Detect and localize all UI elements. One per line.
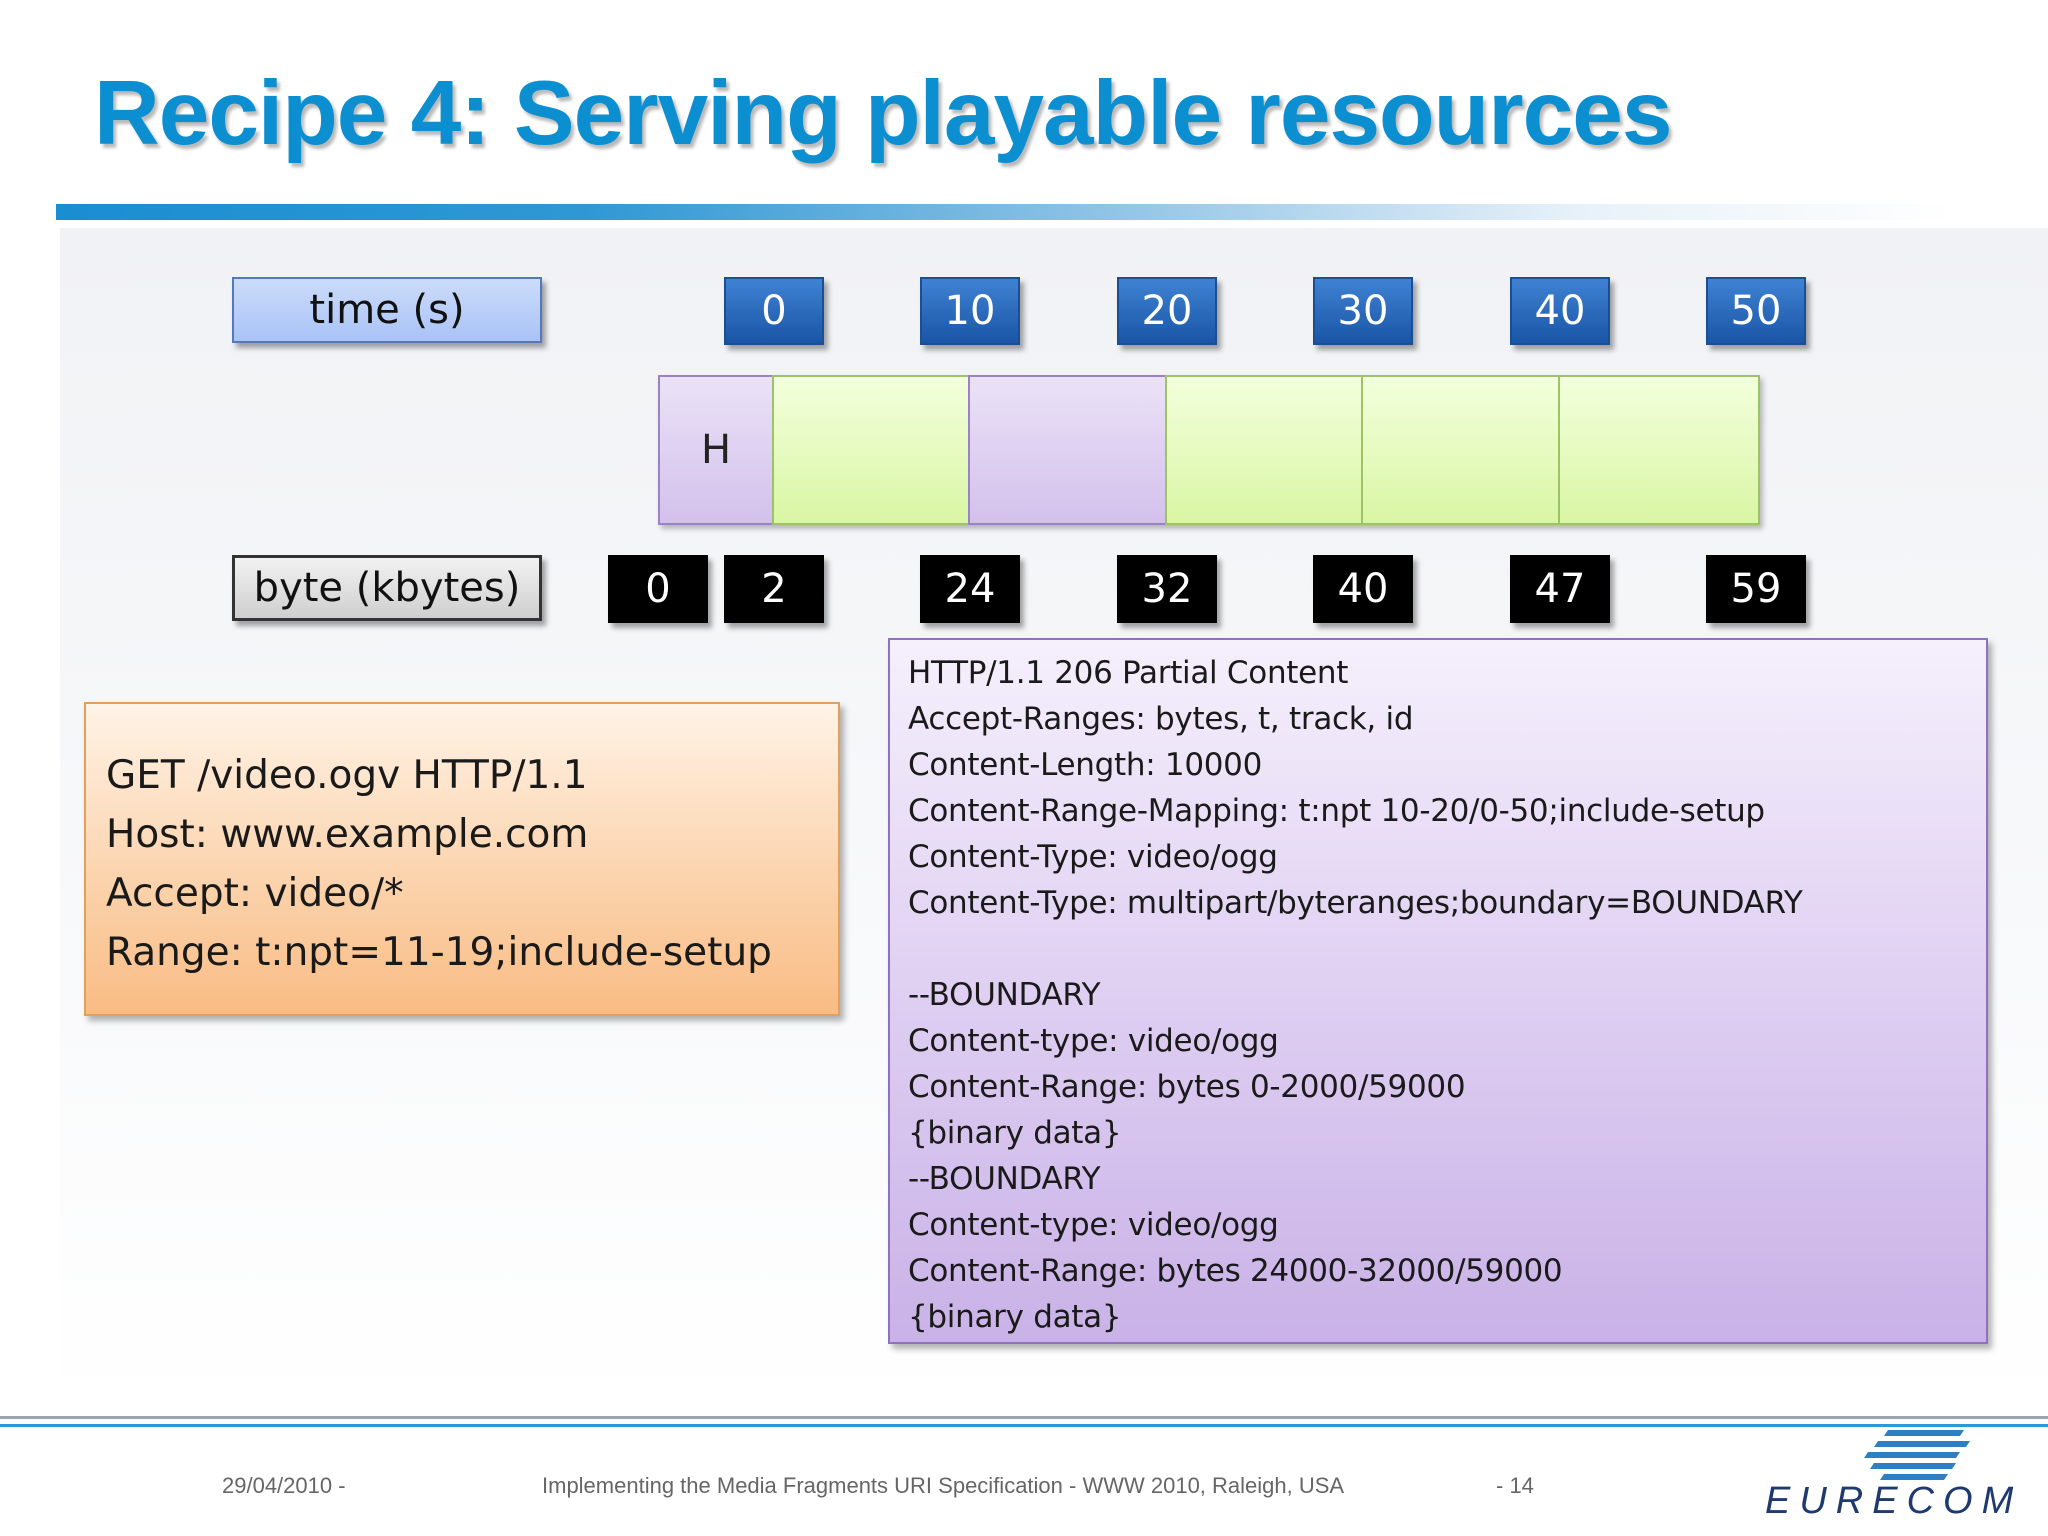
response-line: Content-type: video/ogg xyxy=(908,1023,1279,1059)
footer-event-title: Implementing the Media Fragments URI Spe… xyxy=(542,1473,1345,1498)
response-line: HTTP/1.1 206 Partial Content xyxy=(908,655,1349,691)
footer-divider xyxy=(0,1416,2048,1419)
response-line: {binary data} xyxy=(908,1299,1122,1335)
header-segment: H xyxy=(658,375,774,525)
time-tick: 40 xyxy=(1510,277,1610,345)
byte-tick: 40 xyxy=(1313,555,1413,623)
media-segment-bar: H xyxy=(658,375,1760,525)
time-tick: 30 xyxy=(1313,277,1413,345)
eurecom-logo-text: EURECOM xyxy=(1765,1480,2023,1522)
byte-tick: 59 xyxy=(1706,555,1806,623)
response-line: Content-Range-Mapping: t:npt 10-20/0-50;… xyxy=(908,793,1765,829)
eurecom-logo-mark-icon xyxy=(1864,1430,1970,1480)
footer-date: 29/04/2010 - xyxy=(222,1473,346,1498)
response-line: Content-Type: video/ogg xyxy=(908,839,1278,875)
slide-title: Recipe 4: Serving playable resources xyxy=(94,63,1672,164)
response-line: Content-Length: 10000 xyxy=(908,747,1263,783)
segment-40-50 xyxy=(1558,375,1760,525)
segment-0-10 xyxy=(772,375,970,525)
segment-30-40 xyxy=(1361,375,1560,525)
footer-divider-accent xyxy=(0,1424,2048,1427)
request-line: Range: t:npt=11-19;include-setup xyxy=(106,930,772,975)
http-request-box: GET /video.ogv HTTP/1.1 Host: www.exampl… xyxy=(84,702,840,1016)
response-line: Accept-Ranges: bytes, t, track, id xyxy=(908,701,1414,737)
response-line: Content-Type: multipart/byteranges;bound… xyxy=(908,885,1803,921)
eurecom-logo: EURECOM xyxy=(1760,1428,2013,1528)
footer-page-number: - 14 xyxy=(1496,1473,1534,1498)
response-blank-line xyxy=(908,926,1986,972)
title-underline xyxy=(56,204,1956,220)
time-tick: 50 xyxy=(1706,277,1806,345)
response-line: Content-type: video/ogg xyxy=(908,1207,1279,1243)
byte-axis-label: byte (kbytes) xyxy=(232,555,542,621)
response-line: --BOUNDARY xyxy=(908,1161,1101,1197)
byte-tick: 24 xyxy=(920,555,1020,623)
byte-tick: 32 xyxy=(1117,555,1217,623)
response-line: --BOUNDARY xyxy=(908,977,1101,1013)
byte-tick: 47 xyxy=(1510,555,1610,623)
response-line: {binary data} xyxy=(908,1115,1122,1151)
time-tick: 10 xyxy=(920,277,1020,345)
byte-tick: 2 xyxy=(724,555,824,623)
response-line: Content-Range: bytes 24000-32000/59000 xyxy=(908,1253,1563,1289)
byte-tick: 0 xyxy=(608,555,708,623)
request-line: GET /video.ogv HTTP/1.1 xyxy=(106,753,588,798)
request-line: Accept: video/* xyxy=(106,871,404,916)
request-line: Host: www.example.com xyxy=(106,812,589,857)
segment-20-30 xyxy=(1165,375,1363,525)
time-tick: 20 xyxy=(1117,277,1217,345)
time-tick: 0 xyxy=(724,277,824,345)
segment-10-20-selected xyxy=(968,375,1167,525)
http-response-box: HTTP/1.1 206 Partial Content Accept-Rang… xyxy=(888,638,1988,1344)
response-line: Content-Range: bytes 0-2000/59000 xyxy=(908,1069,1466,1105)
time-axis-label: time (s) xyxy=(232,277,542,343)
